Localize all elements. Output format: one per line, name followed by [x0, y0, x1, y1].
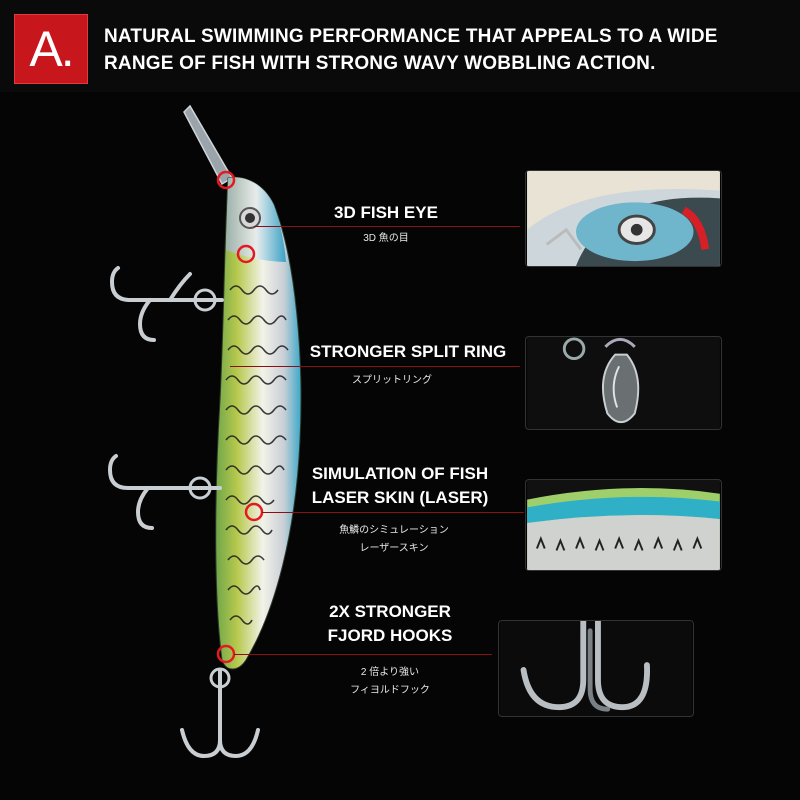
- feature-sub-skin: 魚鱗のシミュレーション レーザースキン: [339, 525, 449, 554]
- feature-sub-ring: スプリットリング: [352, 375, 432, 386]
- treble-hook-tail: [180, 667, 260, 759]
- callout-ring-eye: [216, 170, 236, 190]
- feature-title-hooks: 2X STRONGER FJORD HOOKS: [327, 602, 453, 645]
- scale-pattern: [225, 285, 289, 625]
- lure-body: [215, 176, 302, 670]
- feature-title-ring: STRONGER SPLIT RING: [309, 342, 507, 361]
- header-bar: [0, 0, 800, 92]
- callout-ring-eye-2: [236, 244, 256, 264]
- leader-line-ring: [230, 366, 520, 367]
- section-badge: A.: [14, 14, 88, 84]
- headline-line-2: RANGE OF FISH WITH STRONG WAVY WOBBLING …: [104, 53, 656, 74]
- photo-fjord-hooks: [498, 620, 694, 717]
- treble-hook-front: [109, 266, 224, 342]
- feature-title-eye: 3D FISH EYE: [334, 203, 438, 222]
- feature-sub-hooks: 2 倍より強い フィヨルドフック: [350, 667, 430, 696]
- leader-line-skin: [262, 512, 524, 513]
- feature-sub-eye: 3D 魚の目: [363, 233, 409, 244]
- photo-3d-fish-eye: [525, 170, 722, 267]
- treble-hook-middle: [107, 454, 222, 530]
- leader-line-eye: [254, 226, 520, 227]
- headline: NATURAL SWIMMING PERFORMANCE THAT APPEAL…: [104, 23, 784, 77]
- leader-line-hooks: [234, 654, 492, 655]
- headline-line-1: NATURAL SWIMMING PERFORMANCE THAT APPEAL…: [104, 26, 718, 47]
- photo-laser-skin: [525, 479, 722, 571]
- feature-title-skin: SIMULATION OF FISH LASER SKIN (LASER): [311, 464, 489, 507]
- photo-split-ring: [525, 336, 722, 430]
